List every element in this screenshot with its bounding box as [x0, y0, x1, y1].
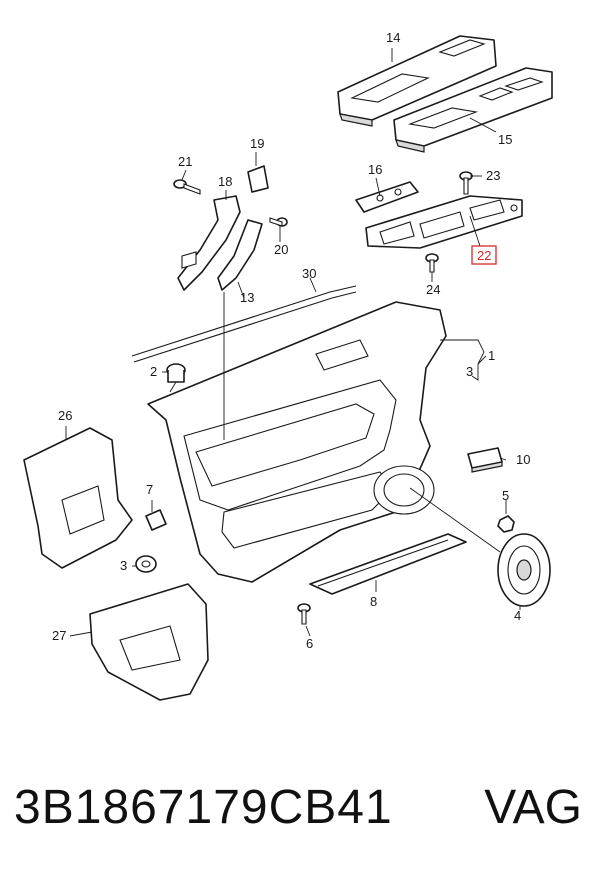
part-21-screw [173, 179, 201, 195]
part-6-screw [297, 603, 311, 625]
part-26-insulation [23, 427, 133, 569]
callout-18: 18 [218, 174, 232, 189]
part-13-handle-cover [217, 219, 263, 291]
callout-6: 6 [306, 636, 313, 651]
callout-15: 15 [498, 132, 512, 147]
part-7-clip [145, 509, 167, 531]
callout-4: 4 [514, 608, 521, 623]
part-8-reflector-strip [309, 533, 467, 595]
part-27-insulation [89, 583, 209, 701]
callout-19: 19 [250, 136, 264, 151]
part-20-screw [269, 217, 288, 227]
callout-5: 5 [502, 488, 509, 503]
callout-1: 1 [488, 348, 495, 363]
callout-27: 27 [52, 628, 66, 643]
callout-22-highlight-box [471, 245, 497, 265]
brand-label: VAG [484, 781, 582, 834]
callout-20: 20 [274, 242, 288, 257]
part-10-switch [467, 447, 503, 473]
callout-2: 2 [150, 364, 157, 379]
parts-diagram: 14 15 16 23 22 24 19 18 21 20 13 30 1 3 … [23, 30, 553, 701]
callout-23: 23 [486, 168, 500, 183]
callout-3-upper: 3 [466, 364, 473, 379]
part-22-handle-mechanism [365, 195, 523, 249]
part-15-switch-bezel [393, 67, 553, 153]
part-23-screw [459, 171, 473, 195]
part-18-pull-handle [177, 195, 241, 291]
part-2-cap [166, 363, 186, 383]
callout-30: 30 [302, 266, 316, 281]
callout-8: 8 [370, 594, 377, 609]
part-5-nut [497, 515, 515, 533]
callout-13: 13 [240, 290, 254, 305]
leader-lines [65, 48, 521, 637]
part-19-clip [247, 165, 269, 193]
callout-21: 21 [178, 154, 192, 169]
callout-16: 16 [368, 162, 382, 177]
callout-26: 26 [58, 408, 72, 423]
callout-22: 22 [477, 248, 491, 263]
part-14-switch-bezel [337, 35, 497, 127]
callout-14: 14 [386, 30, 400, 45]
part-24-screw [425, 253, 439, 273]
part-1-door-trim-panel [147, 301, 447, 583]
part-4-speaker [497, 533, 551, 607]
callout-3-lower: 3 [120, 558, 127, 573]
callout-7: 7 [146, 482, 153, 497]
callout-24: 24 [426, 282, 440, 297]
callout-10: 10 [516, 452, 530, 467]
part-30-seal-strip [131, 285, 357, 363]
part-3-retainer [135, 555, 157, 573]
part-number: 3B1867179CB41 [14, 781, 393, 834]
part-16-bracket [355, 181, 419, 213]
